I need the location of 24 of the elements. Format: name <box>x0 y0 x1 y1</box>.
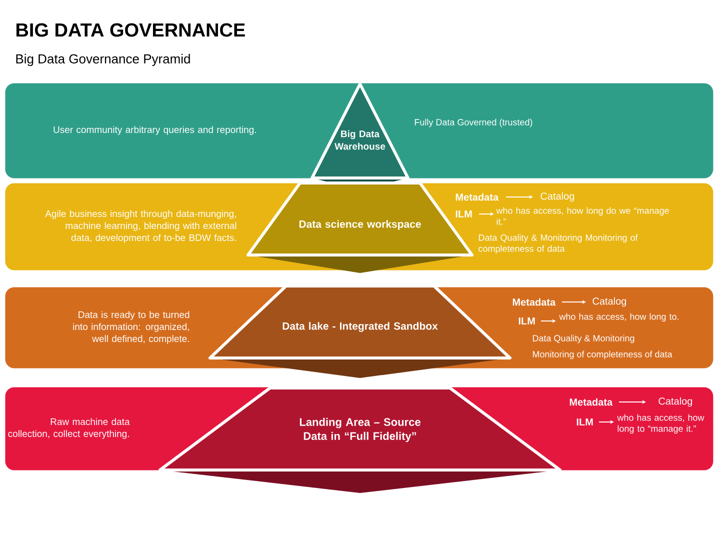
description: User community arbitrary queries and reporting. <box>54 126 256 135</box>
term: Metadata <box>570 398 613 406</box>
note: who has access, how long to. <box>559 313 678 322</box>
note: who has access, how long do we “manage it.” <box>496 207 669 225</box>
term: ILM <box>576 418 593 426</box>
note: Catalog <box>592 297 626 307</box>
description: Raw machine data collection, collect everything. <box>8 418 130 439</box>
title: BIG DATA GOVERNANCE <box>16 23 245 37</box>
note: Catalog <box>540 192 574 202</box>
note: Data Quality & Monitoring Monitoring of completeness of data <box>478 234 638 254</box>
term: ILM <box>518 318 535 324</box>
note: who has access, how long to “manage it.” <box>617 414 704 434</box>
note: Data Quality & Monitoring <box>532 334 634 344</box>
subtitle: Big Data Governance Pyramid <box>16 54 190 66</box>
note: Catalog <box>658 397 692 407</box>
description: Agile business insight through data-munging, machine learning, blending with external data, development of to-be BDW facts. <box>45 210 236 243</box>
pyramid-level: Landing Area – Source Data in “Full Fidelity” <box>158 386 562 493</box>
band <box>5 83 714 178</box>
description: Data is ready to be turned into information: organized, well defined, complete. <box>73 311 190 344</box>
note: Monitoring of completeness of data <box>532 350 672 360</box>
pyramid-level: Data lake - Integrated Sandbox <box>208 284 512 378</box>
term: ILM <box>456 210 472 218</box>
term: Metadata <box>512 298 556 306</box>
note: Fully Data Governed (trusted) <box>414 118 532 128</box>
